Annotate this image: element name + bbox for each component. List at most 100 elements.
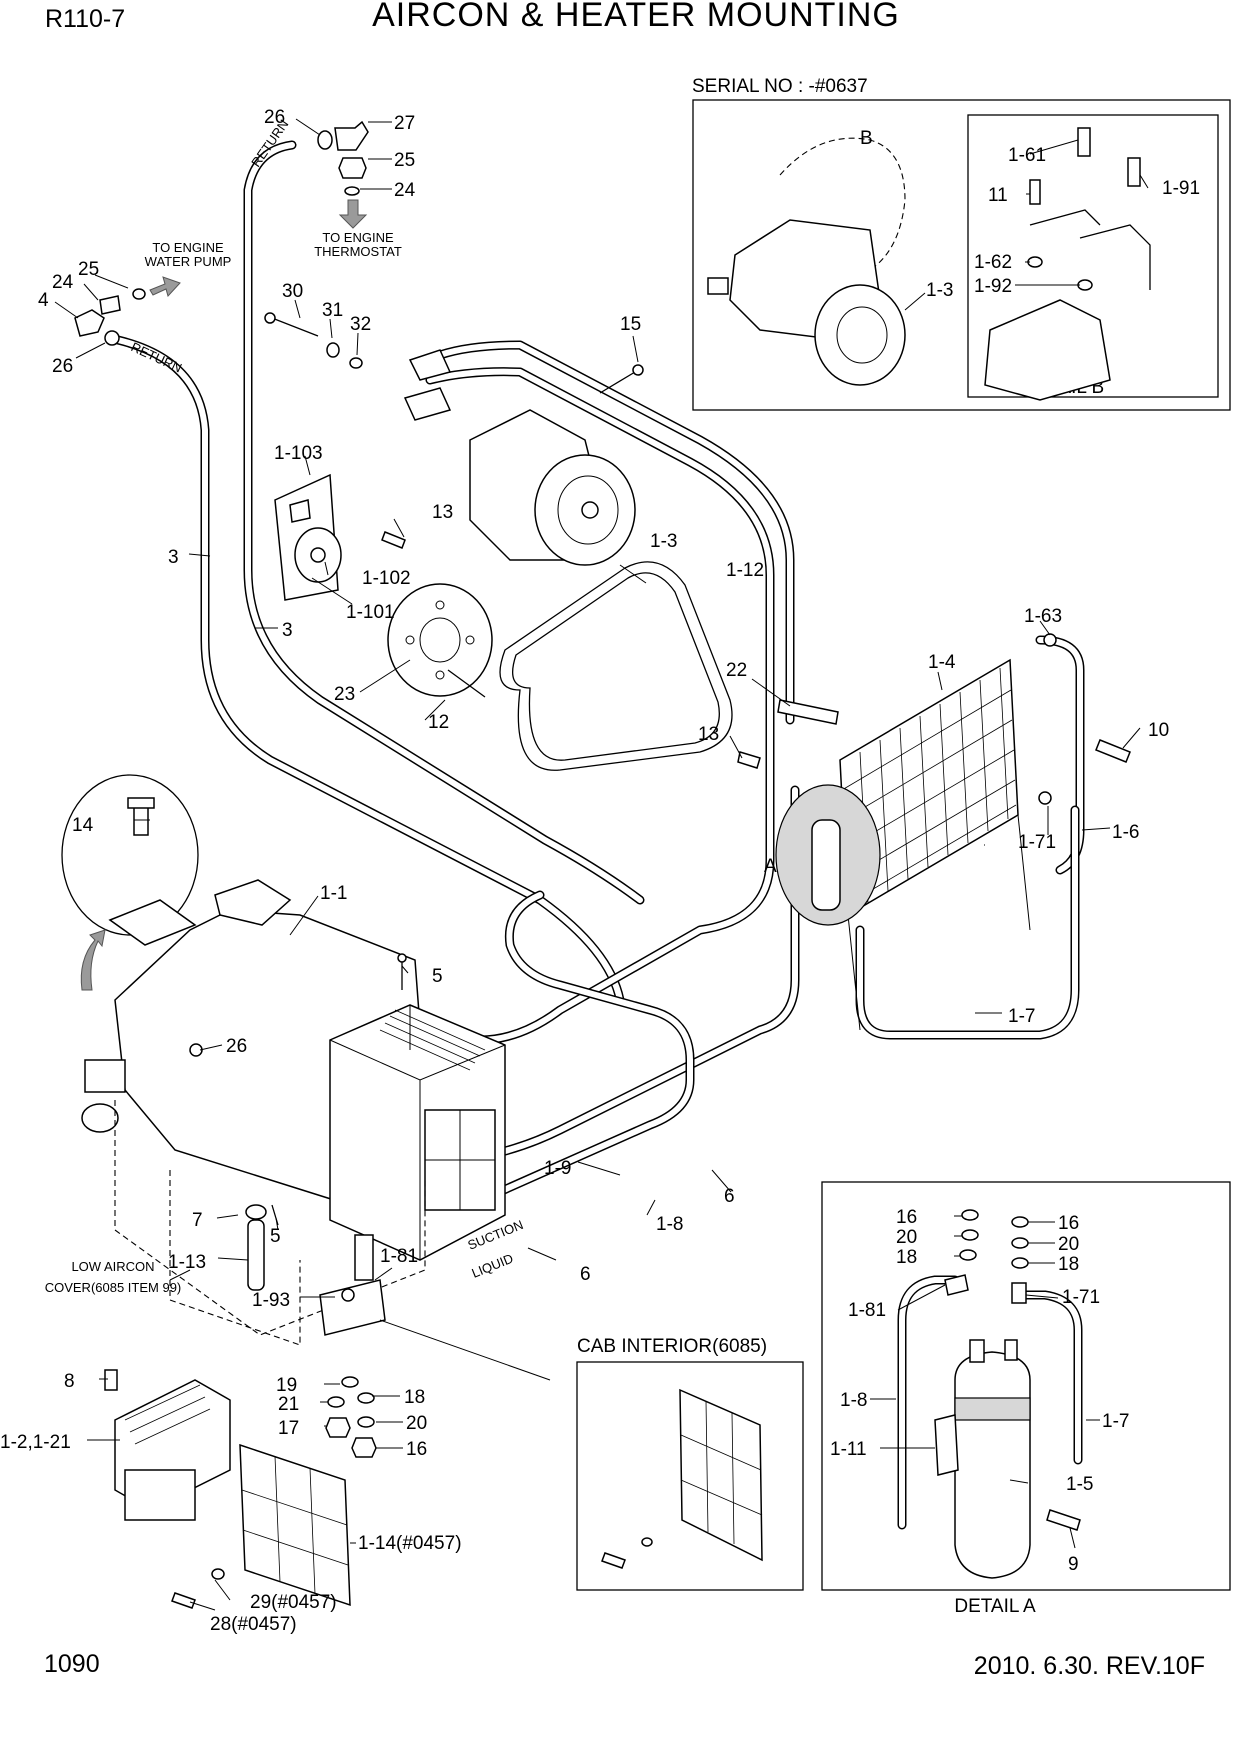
fitting-1-81-detail [944, 1274, 969, 1296]
controller-1-21-lower [124, 1469, 196, 1521]
screw-28 [171, 1592, 196, 1609]
callout-7: 7 [192, 1210, 203, 1231]
evaporator-edges [329, 1005, 506, 1260]
note-water-pump-2: WATER PUMP [145, 254, 232, 269]
callout-b-1-92: 1-92 [974, 276, 1012, 297]
callout-26-top: 26 [264, 107, 285, 128]
callout-8: 8 [64, 1371, 75, 1392]
washer-32 [349, 357, 363, 369]
callout-31: 31 [322, 300, 343, 321]
callout-a-16-left: 16 [896, 1207, 917, 1228]
note-thermostat-1: TO ENGINE [322, 230, 394, 245]
pulley-hole-4 [405, 635, 415, 645]
callout-24-left: 24 [52, 272, 74, 293]
detail-b-callout-dash [779, 137, 906, 271]
v-belt-1-12-inner [512, 572, 720, 761]
return-hose-marking-left: RETURN [129, 339, 184, 375]
callout-32: 32 [350, 314, 371, 335]
bracket-detail [108, 899, 197, 946]
callout-17: 17 [278, 1418, 299, 1439]
washer-20-right [1011, 1237, 1029, 1249]
detail-a-marker: A [764, 856, 777, 877]
serial-no-frame [692, 99, 1231, 411]
compressor-fitting-upper [408, 349, 452, 381]
washer-20 [357, 1416, 375, 1428]
callout-16: 16 [406, 1439, 427, 1460]
nut-16-right [1011, 1216, 1029, 1228]
washer-19 [341, 1376, 359, 1388]
detail-b-compressor-head [984, 299, 1111, 401]
callout-a-1-7: 1-7 [1102, 1411, 1129, 1432]
compressor-mount [264, 312, 733, 771]
diagram-title: AIRCON & HEATER MOUNTING [372, 0, 900, 34]
callout-a-1-8: 1-8 [840, 1390, 867, 1411]
bolt-30-head [264, 312, 276, 324]
louver-1-14 [171, 1443, 351, 1609]
cab-interior-panel: CAB INTERIOR(6085) [576, 1336, 804, 1591]
pulley-hole-3 [435, 670, 445, 680]
callout-a-9: 9 [1068, 1554, 1079, 1575]
callout-1-1: 1-1 [320, 883, 347, 904]
compressor-shaft [581, 501, 599, 519]
callout-20: 20 [406, 1413, 427, 1434]
duct-outlet-top [214, 879, 292, 926]
service-valve-1-61 [1077, 127, 1091, 157]
o-ring-1-93 [341, 1288, 355, 1302]
washer-18-right [1011, 1257, 1029, 1269]
callout-30: 30 [282, 281, 303, 302]
callout-a-1-5: 1-5 [1066, 1474, 1093, 1495]
callout-1-71: 1-71 [1018, 832, 1056, 853]
receiver-drier-detail-1-5 [954, 1351, 1031, 1579]
callout-1-8: 1-8 [656, 1214, 683, 1235]
callout-1-12: 1-12 [726, 560, 764, 581]
callout-29: 29(#0457) [250, 1592, 337, 1613]
nut-25-top [338, 157, 367, 179]
revision-date: 2010. 6.30. REV.10F [974, 1652, 1205, 1680]
callout-27: 27 [394, 113, 415, 134]
fitting-1-71 [1038, 791, 1052, 805]
bolt-15-head [632, 364, 644, 376]
detail-a-panel: DETAIL A [821, 1181, 1231, 1617]
callout-1-7: 1-7 [1008, 1006, 1035, 1027]
cab-screw [601, 1552, 626, 1569]
compressor-serial-clutch [814, 284, 906, 386]
callout-1-4: 1-4 [928, 652, 956, 673]
louver-divider [425, 1110, 495, 1210]
detail-b-frame [967, 114, 1219, 398]
washer-31 [326, 342, 340, 358]
bolt-15 [599, 371, 636, 394]
callout-b-1-62: 1-62 [974, 252, 1012, 273]
note-low-cover-1: LOW AIRCON [71, 1259, 154, 1274]
washer-18-left [959, 1249, 977, 1261]
hvac-unit-1-1 [61, 774, 506, 1346]
serial-connector [707, 277, 729, 295]
model-number: R110-7 [45, 5, 125, 33]
callout-6-lower: 6 [580, 1264, 591, 1285]
callout-a-20-left: 20 [896, 1227, 917, 1248]
controller-buttons [124, 1384, 211, 1445]
callout-1-6: 1-6 [1112, 822, 1139, 843]
washer-24-left [132, 288, 146, 300]
bracket-1-11 [934, 1414, 959, 1476]
fitting-1-63 [1043, 633, 1057, 647]
hose-clamp-26-left [104, 330, 120, 346]
duct-outlet-left [84, 1059, 126, 1093]
callout-19: 19 [276, 1375, 297, 1396]
callout-a-20-right: 20 [1058, 1234, 1079, 1255]
callout-4: 4 [38, 290, 49, 311]
compressor-serial-hub [836, 306, 888, 364]
callout-1-101: 1-101 [346, 602, 395, 623]
pulley-hole-2 [465, 635, 475, 645]
washer-29 [211, 1568, 225, 1580]
callout-5-lower: 5 [270, 1226, 281, 1247]
bolt-11 [1029, 179, 1041, 205]
callout-26-mid: 26 [226, 1036, 247, 1057]
detail-a-frame [821, 1181, 1231, 1591]
bolt-13-bracket [381, 531, 406, 549]
callout-a-1-11: 1-11 [830, 1439, 867, 1460]
duct-round-outlet [81, 1103, 119, 1133]
nut-16-left [961, 1209, 979, 1221]
serial-detail-panel: SERIAL NO : -#0637 DETAIL B B [692, 76, 1231, 411]
